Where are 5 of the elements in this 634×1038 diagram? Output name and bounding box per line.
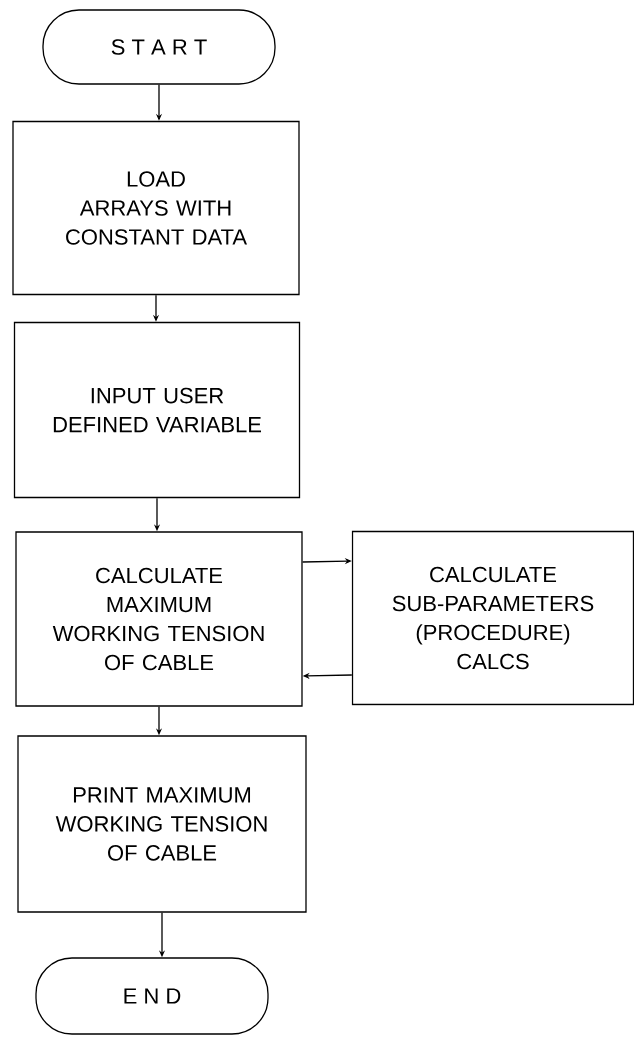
process-box: LOAD ARRAYS WITH CONSTANT DATA [12, 120, 300, 296]
process-box: PRINT MAXIMUM WORKING TENSION OF CABLE [17, 735, 307, 913]
process-box: CALCULATE SUB-PARAMETERS (PROCEDURE) CALCS [351, 530, 634, 706]
process-box: INPUT USER DEFINED VARIABLE [13, 321, 301, 499]
process-box: CALCULATE MAXIMUM WORKING TENSION OF CABLE [15, 531, 303, 707]
